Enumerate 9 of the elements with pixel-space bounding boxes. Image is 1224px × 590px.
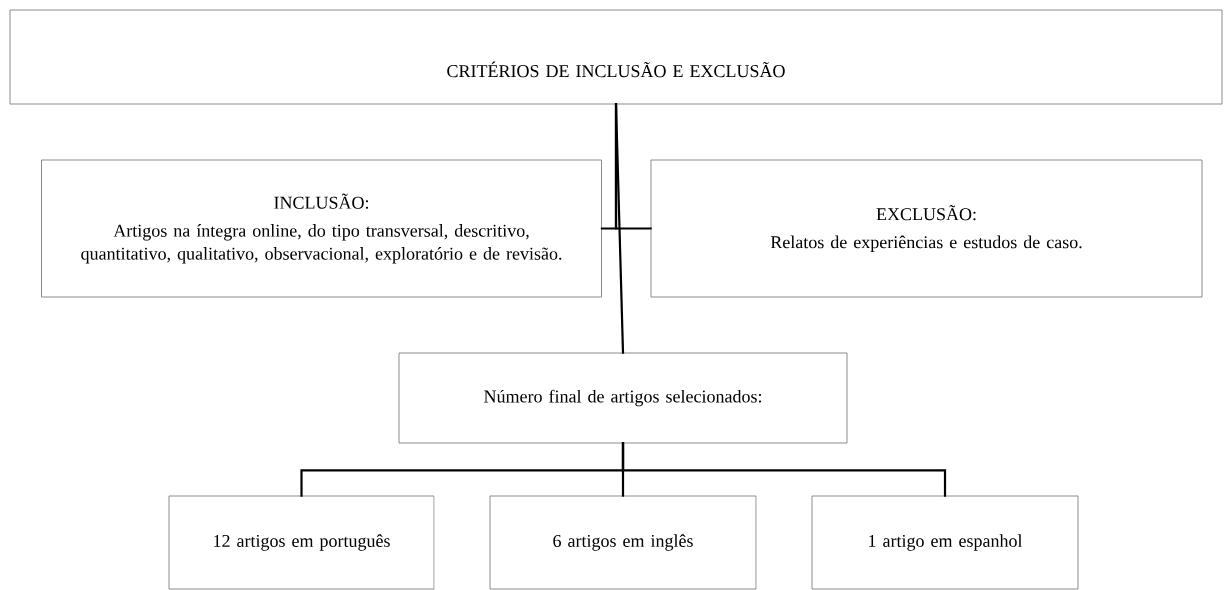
criteria-box: EXCLUSÃO: Relatos de experiências e estudos de caso.: [650, 159, 1203, 298]
result-box: 6 artigos em inglês: [489, 495, 757, 590]
result-box: 12 artigos em português: [168, 495, 435, 590]
connector-line: [614, 103, 625, 354]
connector-line: [621, 442, 947, 497]
title-box: CRITÉRIOS DE INCLUSÃO E EXCLUSÃO: [9, 9, 1223, 105]
result-box: 1 artigo em espanhol: [811, 495, 1079, 590]
criteria-box: INCLUSÃO: Artigos na íntegra online, do tipo transversal, descritivo, quantitativo, qualitativo, observacional, exploratório e de revisão.: [41, 159, 602, 298]
process-box: Número final de artigos selecionados:: [398, 352, 848, 444]
